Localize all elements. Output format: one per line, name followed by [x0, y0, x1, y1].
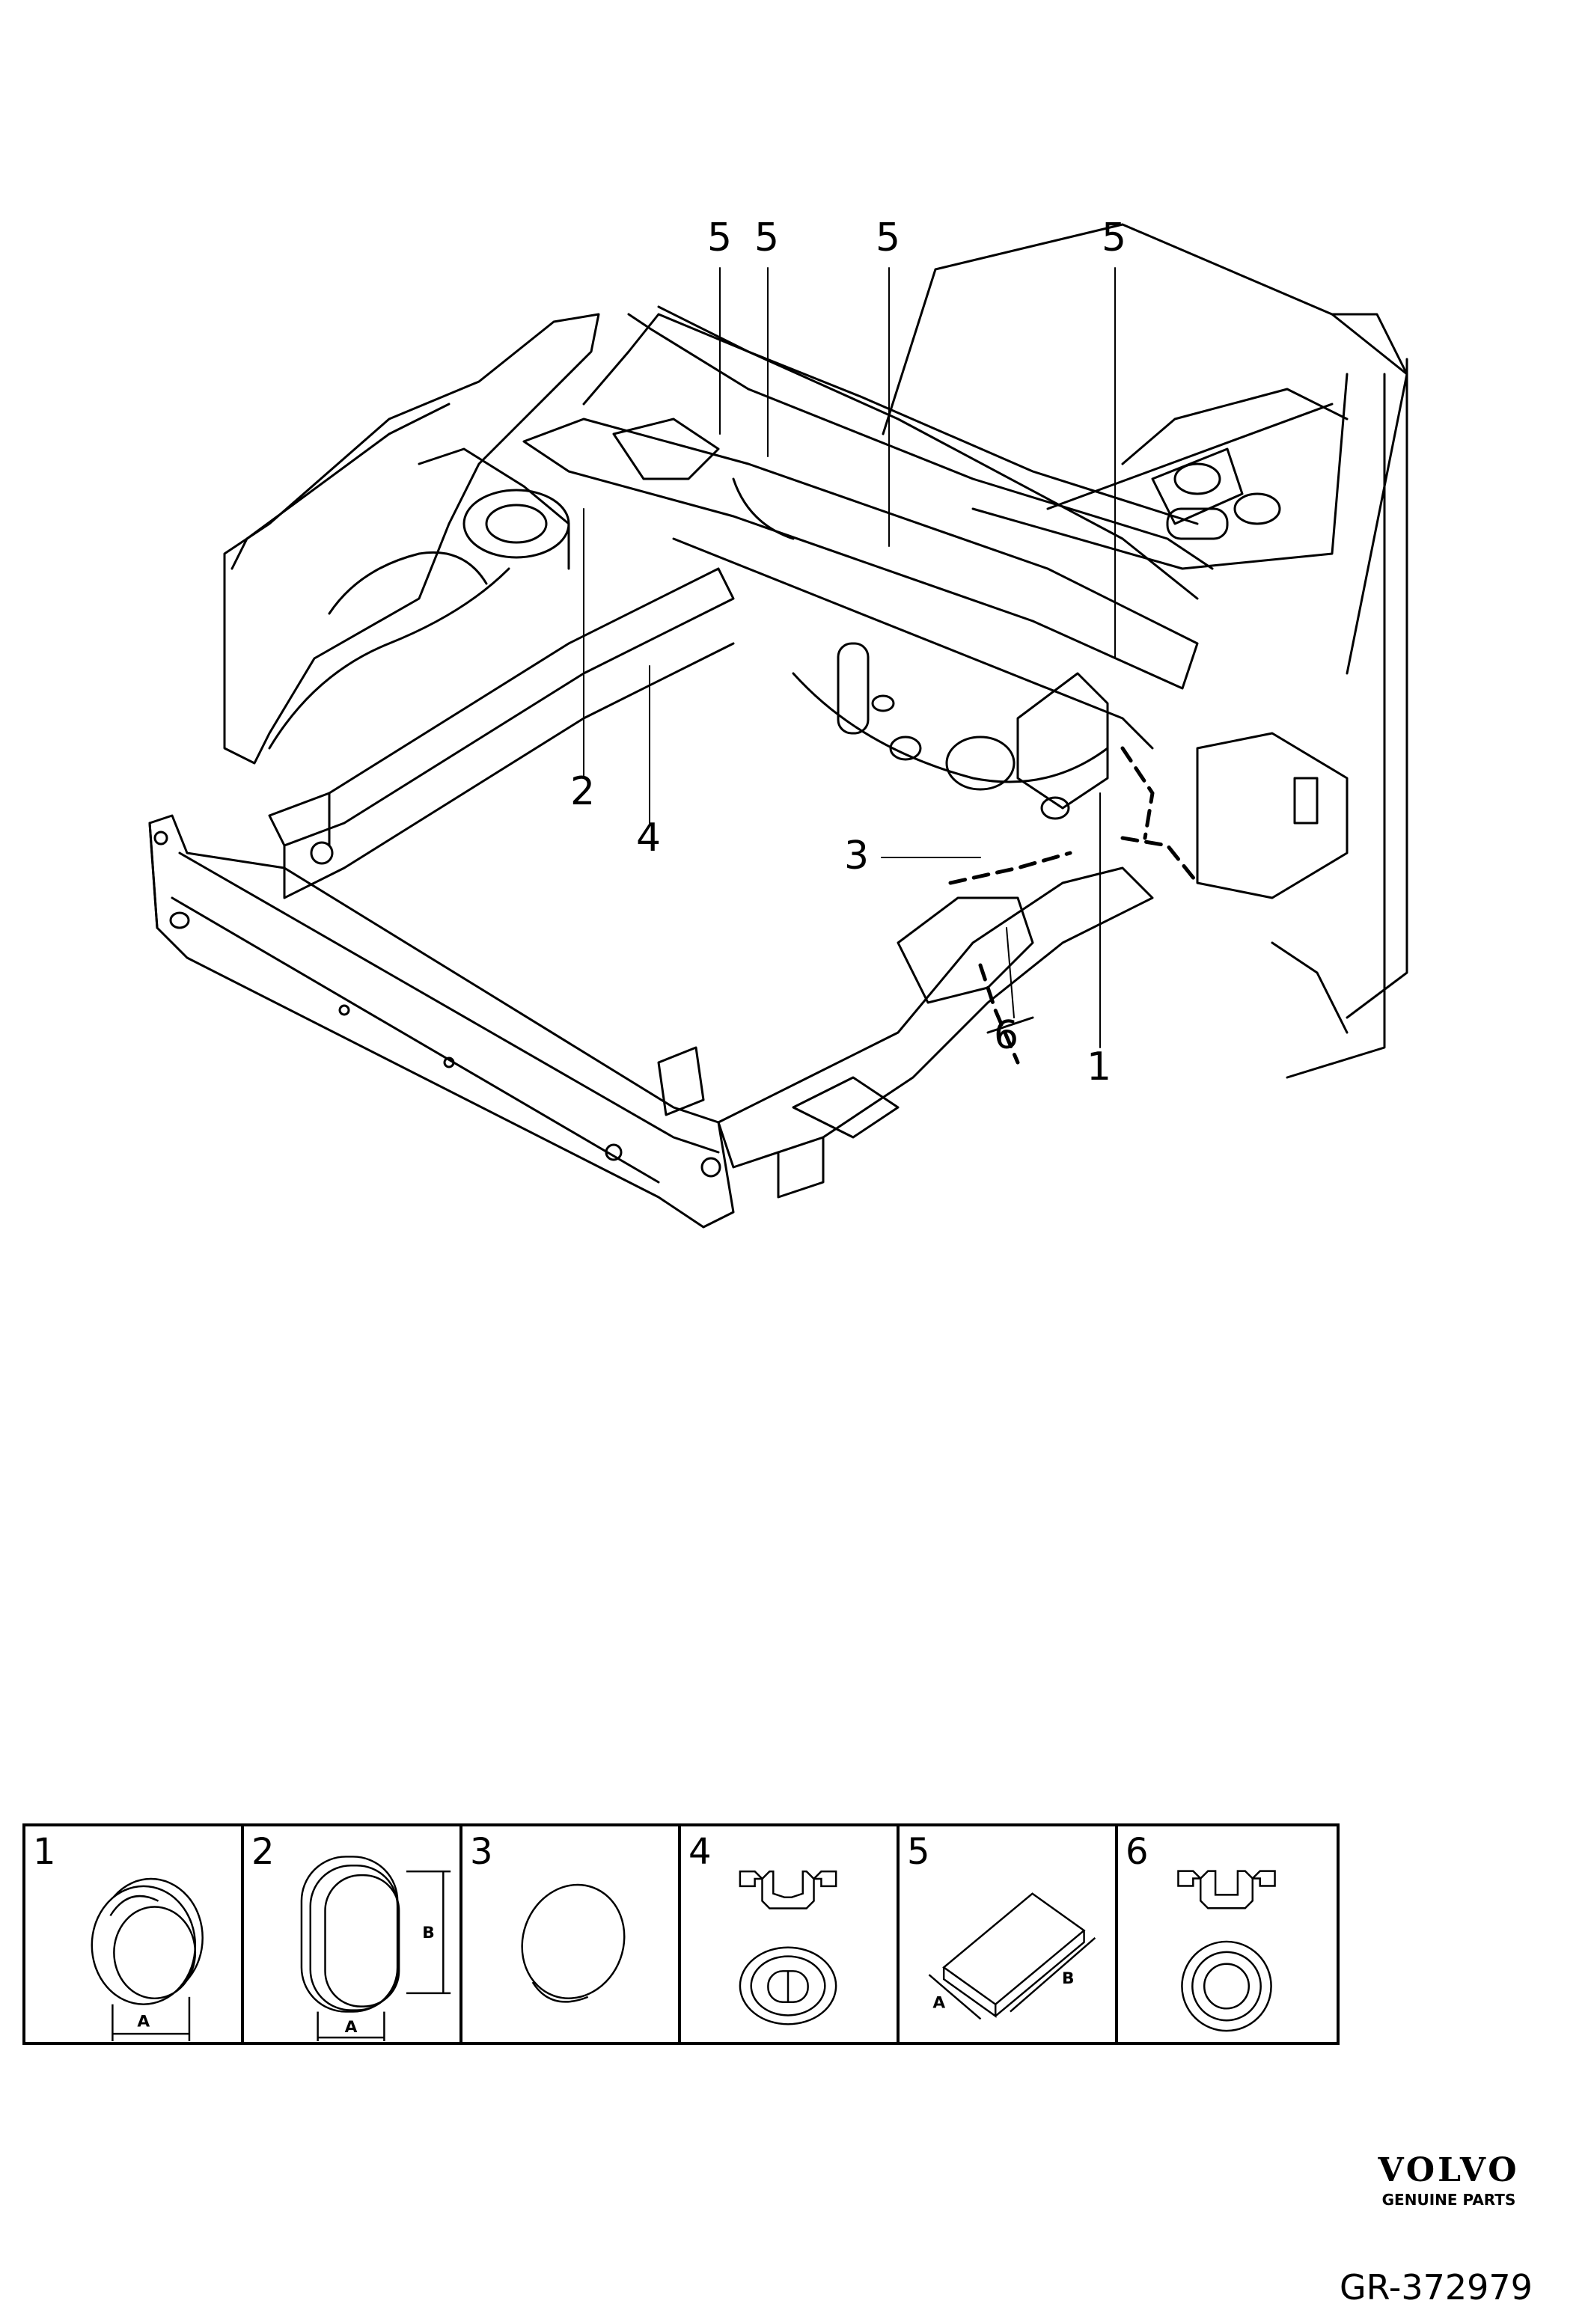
- callout-6: 6: [994, 1013, 1019, 1058]
- reference-number: GR-372979: [1340, 2267, 1533, 2308]
- brand-subtitle: GENUINE PARTS: [1381, 2191, 1516, 2209]
- callout-5-c: 5: [876, 215, 901, 260]
- legend-number: 3: [470, 1831, 493, 1873]
- brand-name: VOLVO: [1378, 2151, 1520, 2189]
- dim-label: A: [345, 2018, 358, 2037]
- cowl-panel: [522, 313, 1199, 820]
- legend-cell-3: 3: [462, 1826, 681, 2042]
- slotted-grommet-icon: [739, 1870, 837, 2025]
- callout-3: 3: [844, 834, 870, 878]
- right-longitudinal-rail: [657, 866, 1154, 1199]
- oval-plug-icon: B A: [300, 1856, 451, 2042]
- round-plug-icon: A: [91, 1877, 204, 2042]
- leader-lines: [583, 267, 1116, 1048]
- callout-5-b: 5: [754, 215, 780, 260]
- legend-number: 2: [251, 1831, 275, 1873]
- legend-cell-4: 4: [681, 1826, 900, 2042]
- body-structure-diagram: [148, 223, 1408, 1229]
- legend-cell-5: 5 A B: [900, 1826, 1118, 2042]
- legend-cell-2: 2 B A: [244, 1826, 462, 2042]
- cut-lines: [948, 746, 1200, 1065]
- legend-number: 6: [1126, 1831, 1149, 1873]
- callout-1: 1: [1087, 1045, 1112, 1089]
- bumper-beam: [148, 814, 735, 1229]
- dim-label: A: [932, 1994, 945, 2013]
- flat-disc-icon: [521, 1883, 626, 2003]
- left-wheel-housing: [223, 313, 600, 765]
- callout-2: 2: [570, 769, 596, 814]
- callout-4: 4: [636, 816, 662, 860]
- volvo-logo: VOLVO GENUINE PARTS: [1344, 2151, 1554, 2209]
- parts-legend: 1 A 2 B A 3: [22, 1823, 1340, 2045]
- adhesive-pad-icon: A B: [928, 1892, 1096, 2020]
- windshield-frame: [627, 223, 1408, 1079]
- right-side-panel: [1196, 358, 1408, 1034]
- callout-5-a: 5: [707, 215, 733, 260]
- legend-cell-6: 6: [1118, 1826, 1337, 2042]
- legend-number: 4: [688, 1831, 712, 1873]
- dim-label: A: [137, 2012, 150, 2031]
- legend-number: 5: [907, 1831, 930, 1873]
- round-grommet-icon: [1177, 1870, 1276, 2032]
- callout-5-d: 5: [1102, 215, 1127, 260]
- legend-cell-1: 1 A: [25, 1826, 244, 2042]
- legend-number: 1: [33, 1831, 56, 1873]
- floor-pan: [792, 373, 1349, 783]
- dim-label: B: [1062, 1969, 1075, 1988]
- left-longitudinal-rail: [268, 567, 735, 899]
- dim-label: B: [422, 1924, 435, 1942]
